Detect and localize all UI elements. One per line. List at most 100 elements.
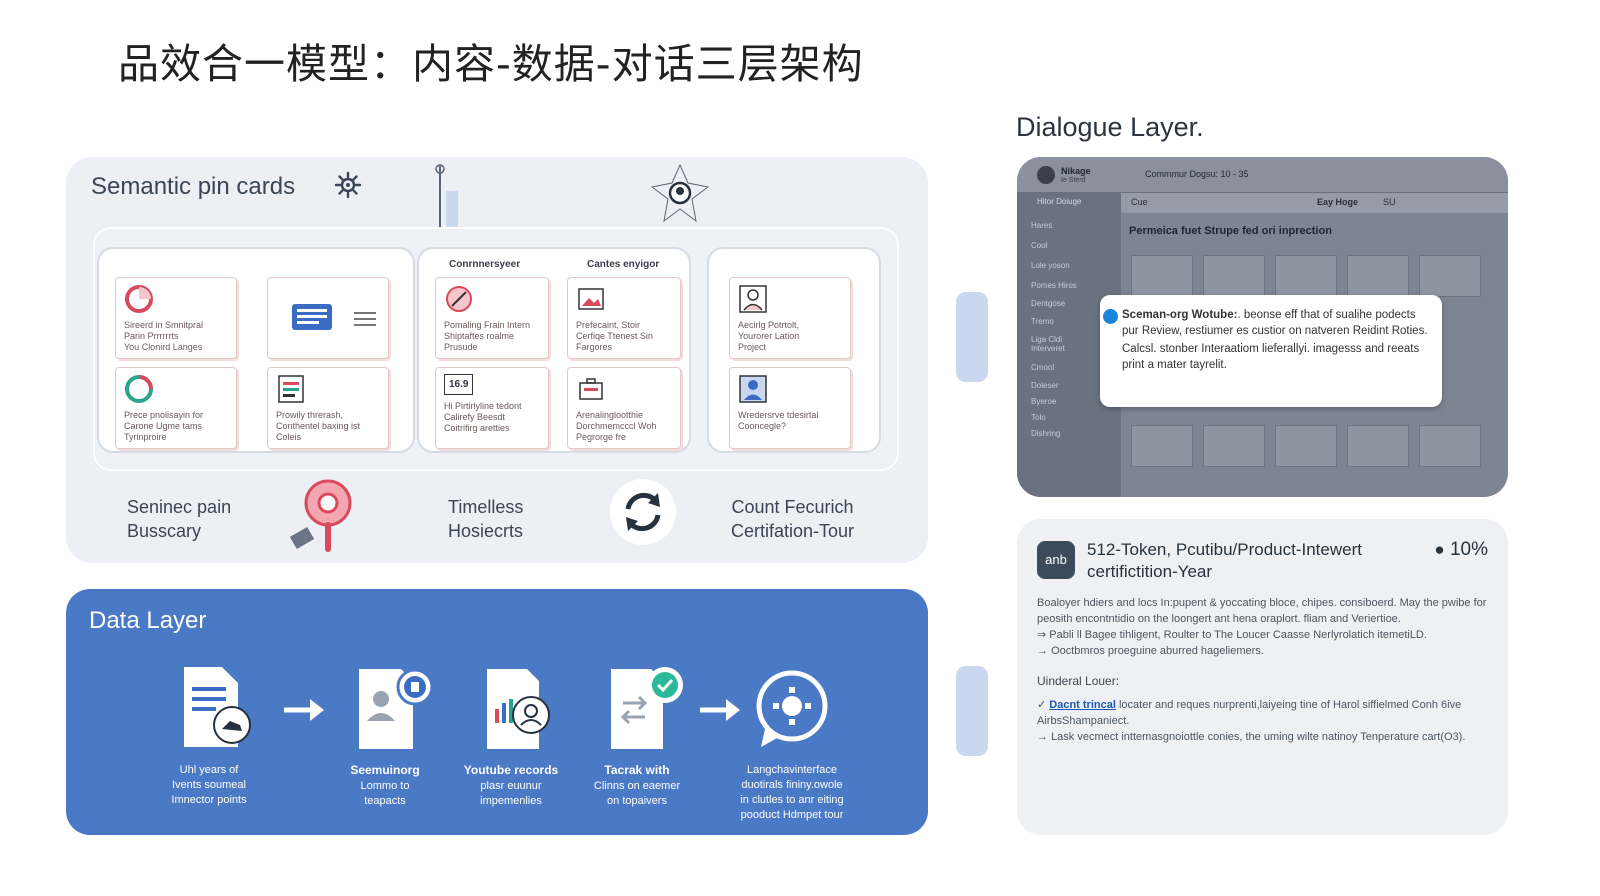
screen-icon	[292, 304, 332, 330]
data-layer-title: Data Layer	[89, 607, 207, 634]
pin-card[interactable]: 16.9 Hi Pirtirlyline tedont Calirefy Bee…	[435, 367, 549, 449]
pin-card-text: Prece pnolisayin for Carone Ugme tams Ty…	[124, 410, 204, 442]
pin-card[interactable]: Sireerd in Smnitpral Parin Prrrrrrts You…	[115, 277, 237, 359]
sidebar-header: Hitor Doiuge	[1037, 197, 1082, 206]
verified-document-icon	[611, 667, 683, 749]
metric-badge: 16.9	[444, 374, 474, 395]
pin-card-text: Hi Pirtirlyline tedont Calirefy Beesdt C…	[444, 401, 522, 433]
arrow-right-icon	[284, 699, 324, 721]
sidebar-item[interactable]: Dentgose	[1031, 299, 1066, 308]
card-stat: ● 10%	[1434, 539, 1488, 560]
thumbnail[interactable]	[1203, 255, 1265, 297]
user-name: Nikage	[1061, 166, 1091, 176]
pin-card[interactable]: Pomaling Frain Intern Shiptaftes roalme …	[435, 277, 549, 359]
data-node-docs[interactable]: Uhl years of Ivents soumeal Imnector poi…	[144, 663, 274, 808]
pin-card[interactable]: Aecirlg Potrtolt, Yourorer Lation Projec…	[729, 277, 851, 359]
sidebar-item[interactable]: Liga Cldi Interveret	[1031, 335, 1065, 353]
card-bullet: → Ooctbmros proeguine aburred hageliemer…	[1037, 645, 1264, 657]
thumbnail[interactable]	[1203, 425, 1265, 467]
gear-chat-icon	[756, 670, 828, 747]
card-title: 512-Token, Pcutibu/Product-Intewert cert…	[1087, 540, 1362, 581]
avatar	[1037, 166, 1055, 184]
dialogue-subbar: Cue Eay Hoge SU	[1121, 193, 1508, 213]
dialogue-topbar: Nikage Ie Sterd Commmur Dogsu: 10 - 35	[1017, 157, 1508, 193]
sidebar-item[interactable]: Cool	[1031, 241, 1048, 250]
token-icon: anb	[1037, 541, 1075, 579]
thumbnail[interactable]	[1131, 425, 1193, 467]
sidebar-item[interactable]: Tremo	[1031, 317, 1054, 326]
pin-card-text: Prowily threrash, Conthentel baxing ist …	[276, 410, 361, 442]
card-paragraph: Boaloyer hdiers and locs In:pupent & yoc…	[1037, 597, 1487, 625]
pin-card-text: Pomaling Frain Intern Shiptaftes roalme …	[444, 320, 531, 352]
pin-card-text: Arenalinglootthie Dorchmemcccl Woh Pegro…	[576, 410, 657, 442]
sidebar-item[interactable]: Tolo	[1031, 413, 1046, 422]
user-icon: ●	[1434, 540, 1445, 559]
sidebar-item[interactable]: Doleser	[1031, 381, 1059, 390]
card-link[interactable]: Dacnt trincal	[1049, 699, 1116, 711]
card-section-title: Uinderal Louer:	[1037, 674, 1120, 688]
data-node-interface[interactable]: Langchavinterface duotirals fininy.owole…	[728, 663, 856, 823]
card-group-1: Sireerd in Smnitpral Parin Prrrrrrts You…	[97, 247, 415, 453]
card-body: Boaloyer hdiers and locs In:pupent & yoc…	[1037, 595, 1492, 745]
thumbnail[interactable]	[1275, 425, 1337, 467]
user-card-icon	[739, 375, 767, 403]
gear-icon[interactable]	[334, 171, 362, 199]
semantic-panel: Semantic pin cards Sireerd in Smnitpral …	[66, 157, 928, 563]
semantic-label-mid: Timelless Hosiecrts	[448, 497, 524, 541]
pin-card[interactable]	[267, 277, 389, 359]
subbar-mid[interactable]: Cue	[1131, 197, 1148, 207]
semantic-label-left: Seninec pain Busscary	[127, 497, 232, 541]
briefcase-icon	[579, 378, 603, 400]
chart-search-icon	[487, 669, 550, 749]
thumbnail[interactable]	[1275, 255, 1337, 297]
page-title: 品效合一模型：内容-数据-对话三层架构	[118, 40, 864, 88]
sync-icon[interactable]	[610, 479, 676, 545]
sidebar-item[interactable]: Hares	[1031, 221, 1053, 230]
subbar-far[interactable]: SU	[1383, 197, 1396, 207]
sidebar-item[interactable]: Cmool	[1031, 363, 1055, 372]
popup-line2: Calcsl. stonber Interaatiom lieferallyi.…	[1122, 343, 1420, 371]
card-line: ✓ Dacnt trincal locater and reques nurpr…	[1037, 699, 1462, 727]
popup-bold: Sceman-org Wotube:	[1122, 309, 1238, 321]
pin-card-text: Prefecaint, Stoir Cerfiqe Ttenest Sin Fa…	[576, 320, 653, 352]
card-group-3: Aecirlg Potrtolt, Yourorer Lation Projec…	[707, 247, 881, 453]
pin-card-text: Aecirlg Potrtolt, Yourorer Lation Projec…	[738, 320, 800, 352]
dialogue-heading: Permeica fuet Strupe fed ori inprection	[1129, 225, 1332, 237]
semantic-label-right: Count Fecurich Certifation-Tour	[731, 497, 855, 541]
thumbnail[interactable]	[1419, 255, 1481, 297]
card-bullet: ⇒ Pabli ll Bagee tihligent, Roulter to T…	[1037, 629, 1427, 641]
sidebar-item[interactable]: Dishring	[1031, 429, 1061, 438]
thumbnail[interactable]	[1347, 425, 1409, 467]
pin-card[interactable]: Prowily threrash, Conthentel baxing ist …	[267, 367, 389, 449]
dialogue-popup: Sceman-org Wotube:. beonse eff that of s…	[1100, 295, 1442, 407]
data-node-label: Uhl years of Ivents soumeal Imnector poi…	[171, 764, 247, 806]
pin-card[interactable]: Wredersrve tdesirtal Cooncegle?	[729, 367, 851, 449]
user-profile-icon	[739, 285, 767, 313]
data-node-label: Langchavinterface duotirals fininy.owole…	[740, 764, 844, 821]
pin-card[interactable]: Arenalinglootthie Dorchmemcccl Woh Pegro…	[567, 367, 681, 449]
dialogue-info-card: anb 512-Token, Pcutibu/Product-Intewert …	[1017, 519, 1508, 835]
subbar-right[interactable]: Eay Hoge	[1317, 197, 1359, 207]
semantic-title: Semantic pin cards	[91, 173, 296, 200]
antenna-icon	[435, 164, 458, 227]
sidebar-item[interactable]: Pomes Hiros	[1031, 281, 1077, 290]
pin-card[interactable]: Prefecaint, Stoir Cerfiqe Ttenest Sin Fa…	[567, 277, 681, 359]
network-hub-icon	[650, 163, 710, 223]
decorative-shape	[956, 666, 988, 756]
thumbnail[interactable]	[1131, 255, 1193, 297]
check-icon	[1103, 309, 1118, 324]
document-icon	[184, 667, 251, 747]
pin-card-text: Wredersrve tdesirtal Cooncegle?	[738, 410, 819, 431]
thumbnail[interactable]	[1419, 425, 1481, 467]
group-head: Conrnnersyeer	[449, 259, 521, 270]
arrow-right-icon	[700, 699, 740, 721]
sidebar-item[interactable]: Lole yoson	[1031, 261, 1070, 270]
sidebar-item[interactable]: Byeroe	[1031, 397, 1057, 406]
pin-card[interactable]: Prece pnolisayin for Carone Ugme tams Ty…	[115, 367, 237, 449]
thumbnail[interactable]	[1347, 255, 1409, 297]
